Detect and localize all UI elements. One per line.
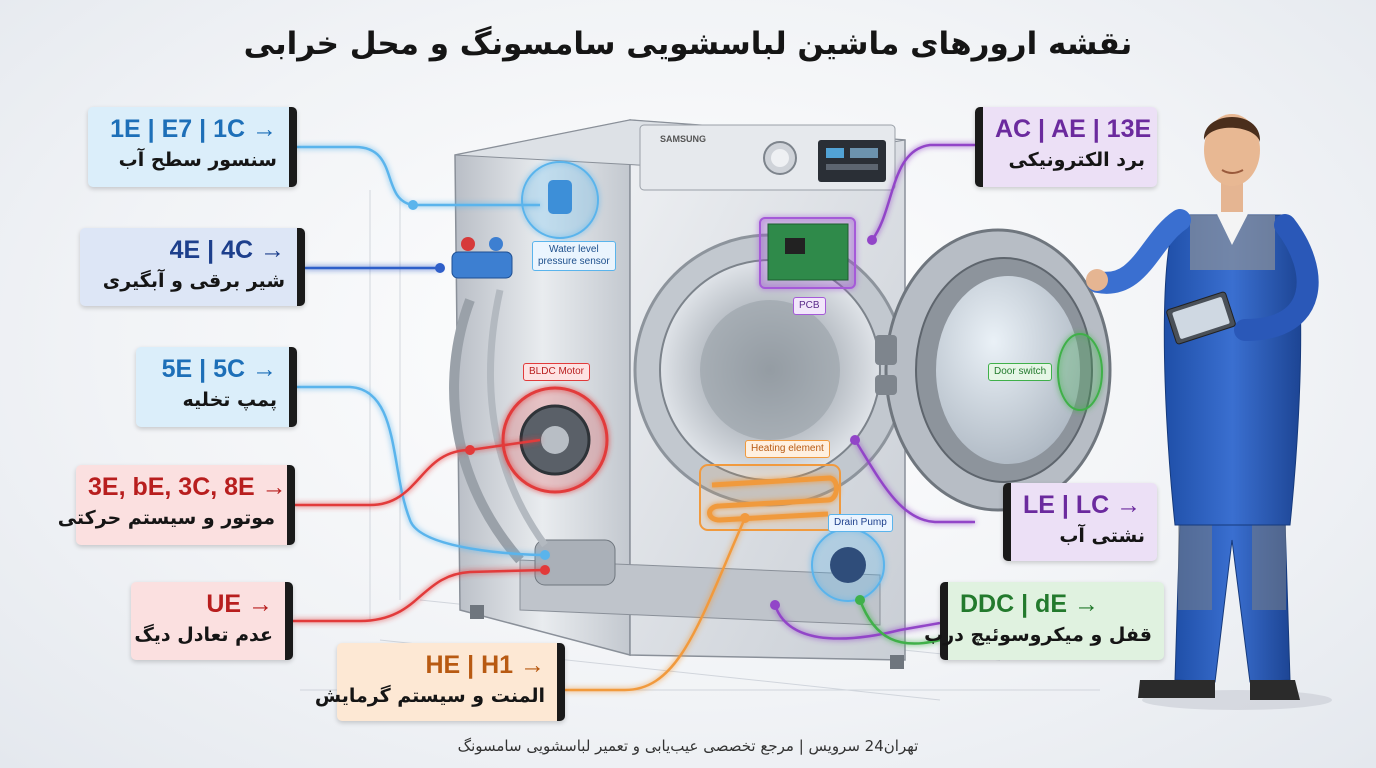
connector-lines bbox=[293, 143, 975, 692]
error-code: 5E | 5C → bbox=[161, 355, 277, 383]
inlet-valve bbox=[451, 237, 513, 279]
card-drum-balance: UE → عدم تعادل دیگ bbox=[131, 582, 293, 660]
card-drain-pump: 5E | 5C → پمپ تخلیه bbox=[136, 347, 297, 427]
error-description: برد الکترونیکی bbox=[1008, 149, 1145, 171]
error-description: موتور و سیستم حرکتی bbox=[57, 507, 275, 529]
error-description: عدم تعادل دیگ bbox=[134, 624, 273, 646]
heating-element-tag: Heating element bbox=[745, 440, 830, 458]
card-door-lock: DDC | dE → قفل و میکروسوئیچ درب bbox=[924, 582, 1164, 660]
error-code: HE | H1 → bbox=[425, 651, 545, 679]
error-code: LE | LC → bbox=[1023, 491, 1142, 519]
card-heater: HE | H1 → المنت و سیستم گرمایش bbox=[314, 643, 565, 721]
error-code: AC | AE | 13E bbox=[995, 115, 1152, 143]
footer-caption: تهران24 سرویس | مرجع تخصصی عیب‌یابی و تع… bbox=[457, 737, 919, 755]
error-code: 1E | E7 | 1C → bbox=[110, 115, 277, 143]
error-description: پمپ تخلیه bbox=[182, 389, 277, 411]
water-level-sensor-tag: Water level pressure sensor bbox=[532, 241, 616, 271]
error-code: 3E, bE, 3C, 8E → bbox=[88, 473, 287, 501]
card-water-level-sensor: 1E | E7 | 1C → سنسور سطح آب bbox=[88, 107, 297, 187]
card-inlet-valve: 4E | 4C → شیر برقی و آبگیری bbox=[80, 228, 305, 306]
error-code: UE → bbox=[206, 590, 273, 618]
page-title: نقشه ارورهای ماشین لباسشویی سامسونگ و مح… bbox=[243, 26, 1133, 62]
door-switch-tag: Door switch bbox=[988, 363, 1053, 381]
washing-machine-illustration: SAMSUNG bbox=[449, 119, 1112, 669]
error-description: نشتی آب bbox=[1059, 525, 1145, 547]
error-code: 4E | 4C → bbox=[169, 236, 285, 264]
brand-label: SAMSUNG bbox=[660, 134, 706, 144]
error-code: DDC | dE → bbox=[960, 590, 1099, 618]
card-electronic-board: AC | AE | 13E برد الکترونیکی bbox=[975, 107, 1157, 187]
error-description: قفل و میکروسوئیچ درب bbox=[924, 624, 1152, 646]
tablet-icon bbox=[1166, 291, 1236, 345]
error-description: سنسور سطح آب bbox=[118, 149, 277, 171]
error-description: شیر برقی و آبگیری bbox=[102, 270, 285, 292]
pcb-tag: PCB bbox=[793, 297, 826, 315]
drain-pump-tag: Drain Pump bbox=[828, 514, 893, 532]
bldc-motor-tag: BLDC Motor bbox=[523, 363, 591, 381]
connector-dots bbox=[408, 200, 877, 610]
card-water-leak: LE | LC → نشتی آب bbox=[1003, 483, 1157, 561]
technician-illustration bbox=[1086, 114, 1332, 710]
card-motor: 3E, bE, 3C, 8E → موتور و سیستم حرکتی bbox=[57, 465, 295, 545]
error-description: المنت و سیستم گرمایش bbox=[314, 685, 545, 707]
